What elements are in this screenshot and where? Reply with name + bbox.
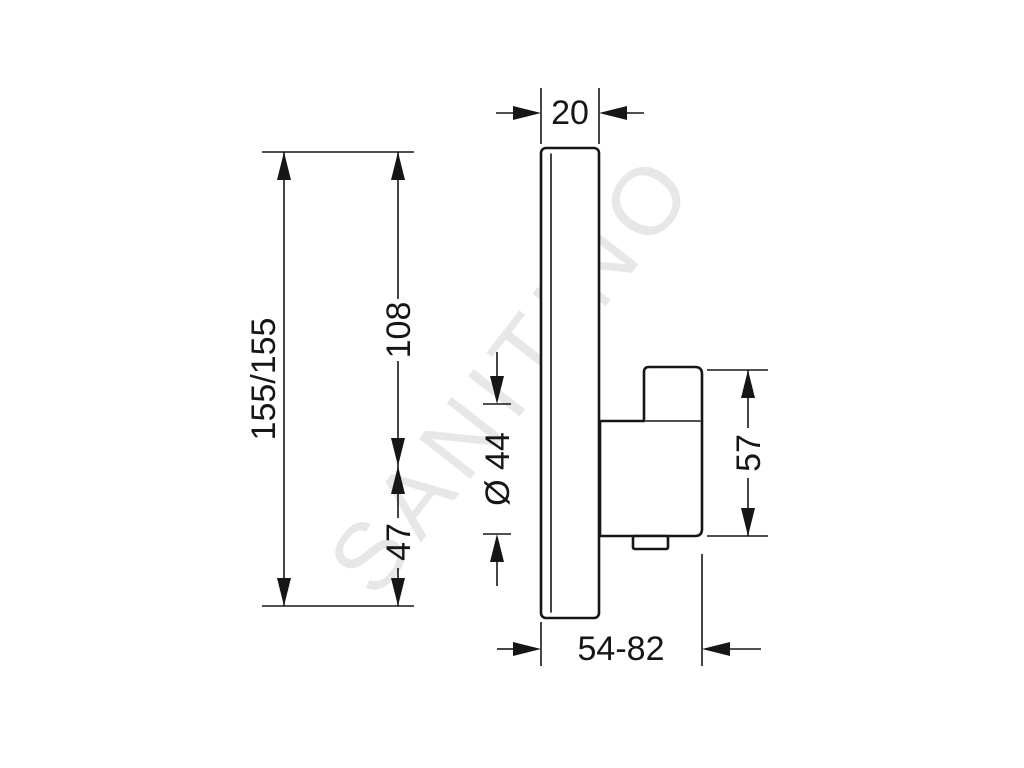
dim-diameter: Ø 44	[479, 352, 517, 586]
plate-outline	[539, 146, 601, 620]
dim-upper-height: 108	[380, 152, 418, 466]
arrowhead-up	[277, 152, 291, 180]
arrowhead-left	[702, 642, 730, 656]
arrowhead-up	[391, 152, 405, 180]
handle-outline	[598, 365, 704, 538]
arrowhead-right	[513, 106, 541, 120]
arrowhead-down	[277, 578, 291, 606]
dim-lower-height: 47	[380, 466, 418, 606]
dim-handle-height: 57	[707, 369, 768, 537]
arrowhead-right	[513, 642, 541, 656]
handle-bottom-tab	[631, 534, 670, 551]
dim-label-upper-height: 108	[380, 302, 418, 359]
dim-depth: 54-82	[497, 554, 761, 668]
arrowhead-down	[741, 508, 755, 536]
arrowhead-left	[599, 106, 627, 120]
dim-label-handle-height: 57	[730, 434, 768, 472]
dim-label-plate-height: 155/155	[245, 318, 283, 441]
dim-label-lower-height: 47	[380, 523, 418, 561]
arrowhead-up	[490, 534, 504, 562]
dim-plate-height: 155/155	[245, 151, 414, 607]
fixture-side-view	[539, 146, 704, 620]
arrowhead-up	[391, 466, 405, 494]
arrowhead-up	[741, 370, 755, 398]
arrowhead-down	[391, 578, 405, 606]
dim-top-width: 20	[496, 88, 644, 144]
dim-label-diameter: Ø 44	[479, 432, 517, 506]
arrowhead-down	[391, 438, 405, 466]
dim-label-top-width: 20	[551, 94, 589, 132]
arrowhead-down	[490, 376, 504, 404]
dim-label-depth: 54-82	[578, 630, 665, 668]
